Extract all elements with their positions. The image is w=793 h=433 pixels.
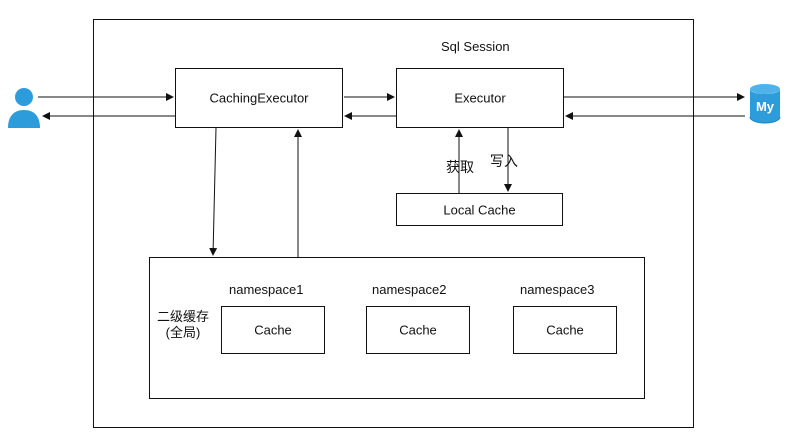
caching-executor-label: CachingExecutor xyxy=(209,90,309,106)
namespace-cache-label: Cache xyxy=(254,322,292,338)
user-icon xyxy=(4,86,44,130)
caching-executor-box: CachingExecutor xyxy=(175,68,343,128)
namespace-label: namespace1 xyxy=(229,282,304,297)
l2-cache-caption-line2: (全局) xyxy=(165,325,201,340)
executor-box: Executor xyxy=(396,68,564,128)
sql-session-container xyxy=(93,19,694,428)
l2-cache-caption-line1: 二级缓存 xyxy=(157,309,210,324)
write-label: 写入 xyxy=(490,153,518,169)
namespace-cache-label: Cache xyxy=(546,322,584,338)
namespace-label: namespace2 xyxy=(372,282,447,297)
namespace-cache-label: Cache xyxy=(399,322,437,338)
fetch-label: 获取 xyxy=(446,159,474,175)
namespace-cache-box: Cache xyxy=(513,306,617,354)
l2-cache-caption: 二级缓存 (全局) xyxy=(157,309,209,341)
sql-session-label: Sql Session xyxy=(441,39,510,54)
namespace-label: namespace3 xyxy=(520,282,595,297)
database-icon: My xyxy=(748,83,782,125)
local-cache-box: Local Cache xyxy=(396,193,563,226)
namespace-cache-box: Cache xyxy=(221,306,325,354)
database-icon-text: My xyxy=(756,99,775,114)
executor-label: Executor xyxy=(454,90,506,106)
namespace-cache-box: Cache xyxy=(366,306,470,354)
local-cache-label: Local Cache xyxy=(443,202,516,217)
